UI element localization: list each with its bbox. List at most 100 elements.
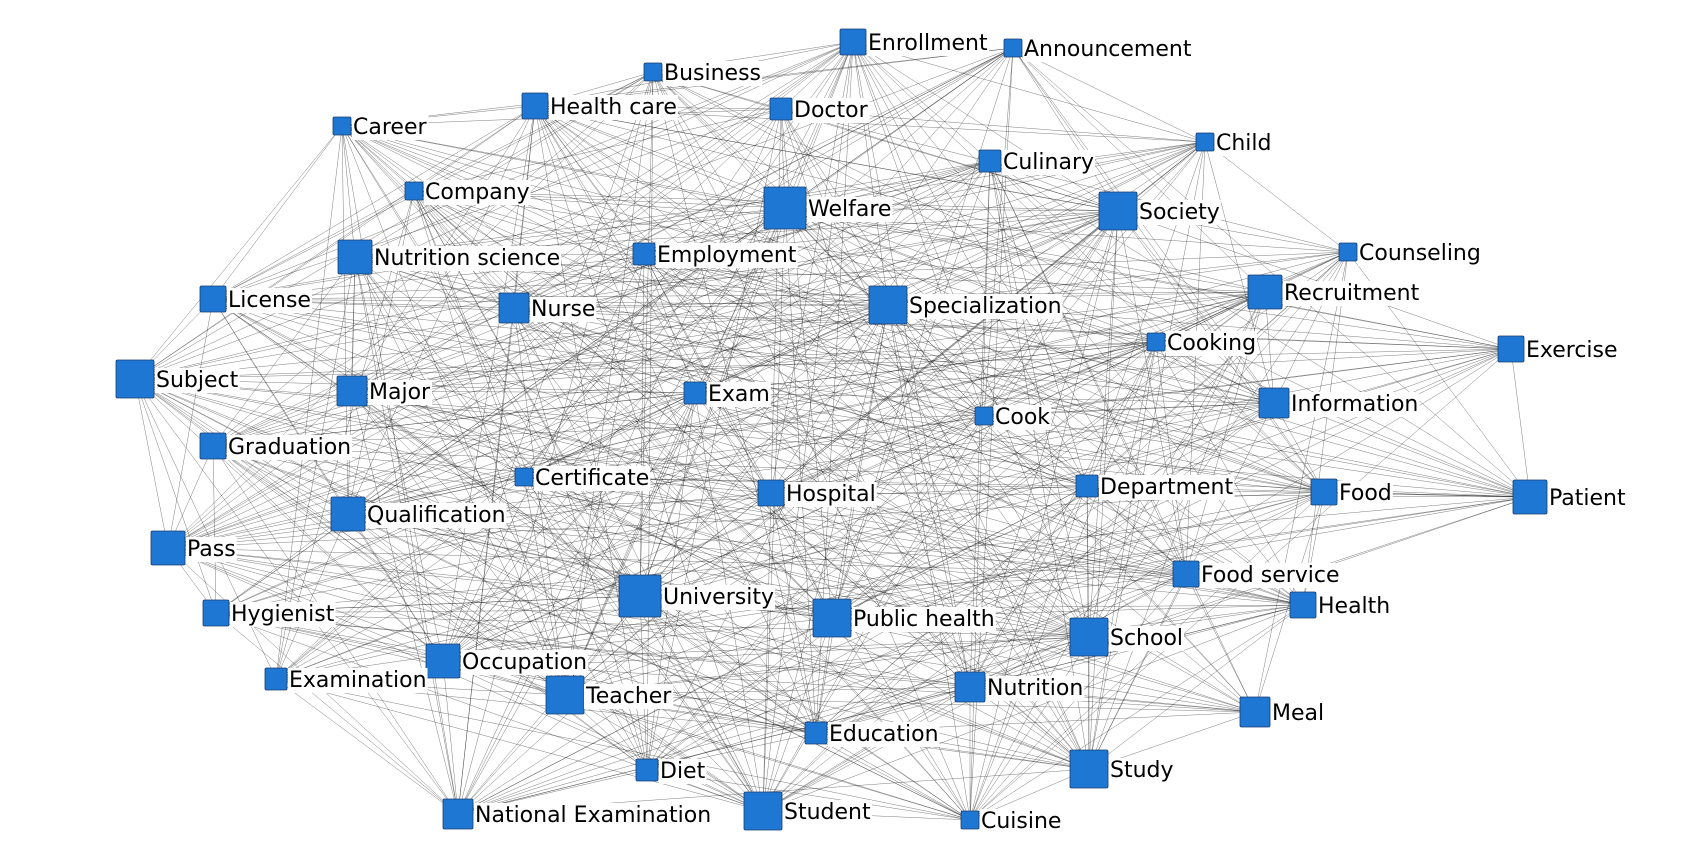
edge-graduation-occupation <box>212 445 444 662</box>
node-label-bg-nutrition <box>986 676 1085 701</box>
node-label-bg-subject <box>155 368 240 393</box>
edge-business-company <box>413 71 654 192</box>
node-marker-major <box>336 375 368 407</box>
edge-health_care-subject <box>134 105 536 380</box>
node-marker-qualification <box>330 496 366 532</box>
node-information: Information <box>1258 387 1420 419</box>
edge-announcement-recruitment <box>1012 47 1266 293</box>
edge-diet-specialization <box>646 304 889 771</box>
edge-occupation-recruitment <box>442 291 1266 662</box>
edge-graduation-school <box>212 445 1090 638</box>
node-label-counseling: Counseling <box>1359 241 1481 266</box>
edge-cuisine-society <box>969 210 1119 821</box>
edge-examination-student <box>275 678 764 812</box>
node-marker-nutrition_science <box>337 239 373 275</box>
node-marker-school <box>1069 617 1109 657</box>
edge-department-student <box>762 485 1088 812</box>
edge-student-welfare <box>762 207 786 812</box>
edge-career-nurse <box>341 125 515 309</box>
edge-cuisine-public_health <box>831 617 971 821</box>
edge-announcement-public_health <box>831 47 1014 619</box>
edge-society-university <box>639 210 1119 597</box>
edge-counseling-health_care <box>534 105 1349 253</box>
edge-education-health <box>815 604 1304 734</box>
node-label-bg-examination <box>288 668 428 693</box>
node-marker-certificate <box>514 467 534 487</box>
edge-department-nutrition_science <box>354 256 1088 487</box>
node-society: Society <box>1098 191 1221 231</box>
edge-exam-welfare <box>694 207 786 394</box>
node-label-bg-child <box>1215 131 1273 156</box>
node-label-bg-qualification <box>366 503 507 528</box>
node-label-enrollment: Enrollment <box>868 31 988 56</box>
edge-doctor-society <box>780 108 1119 212</box>
edge-employment-health_care <box>534 105 645 255</box>
node-marker-exercise <box>1497 335 1525 363</box>
edge-school-welfare <box>784 207 1090 638</box>
node-label-bg-exercise <box>1525 338 1619 363</box>
node-label-examination: Examination <box>289 668 427 693</box>
edge-exercise-national_examination <box>457 348 1512 815</box>
node-label-teacher: Teacher <box>585 684 672 709</box>
edge-health-subject <box>134 378 1304 606</box>
node-label-bg-study <box>1109 758 1175 783</box>
edge-graduation-information <box>212 402 1275 447</box>
edge-health-study <box>1088 604 1304 770</box>
edge-food_service-meal <box>1185 573 1256 713</box>
edge-major-nutrition_science <box>351 256 356 392</box>
edge-cuisine-qualification <box>347 513 971 821</box>
edge-exam-nutrition_science <box>354 256 696 394</box>
node-marker-examination <box>264 667 288 691</box>
node-marker-doctor <box>769 97 793 121</box>
node-label-student: Student <box>784 800 871 825</box>
edge-major-society <box>351 210 1119 392</box>
edge-employment-information <box>643 253 1275 404</box>
edge-hospital-specialization <box>770 304 889 494</box>
edge-diet-health_care <box>534 105 648 771</box>
node-label-hygienist: Hygienist <box>231 602 335 627</box>
edge-education-food_service <box>815 573 1187 734</box>
node-national_examination: National Examination <box>442 798 713 830</box>
node-label-cook: Cook <box>995 405 1050 430</box>
edge-hygienist-national_examination <box>215 612 459 815</box>
edge-diet-exercise <box>646 348 1512 771</box>
edge-cooking-subject <box>134 341 1157 380</box>
edge-health_care-license <box>212 105 536 300</box>
edge-cuisine-teacher <box>564 694 971 821</box>
edge-cuisine-university <box>639 595 971 821</box>
node-label-bg-meal <box>1271 701 1326 726</box>
node-marker-nutrition <box>954 671 986 703</box>
edge-cuisine-specialization <box>887 304 971 821</box>
node-label-bg-student <box>783 800 872 825</box>
edge-department-nurse <box>513 307 1088 487</box>
edge-education-pass <box>167 547 817 734</box>
edge-school-subject <box>134 378 1090 638</box>
edge-certificate-public_health <box>523 476 833 619</box>
node-label-bg-welfare <box>807 197 893 222</box>
node-label-nutrition: Nutrition <box>987 676 1083 701</box>
edge-company-exercise <box>413 190 1512 350</box>
edge-information-license <box>212 298 1275 404</box>
node-label-bg-business <box>663 61 763 86</box>
node-label-cuisine: Cuisine <box>981 809 1061 834</box>
edge-certificate-food_service <box>523 476 1187 575</box>
node-label-meal: Meal <box>1272 701 1324 726</box>
edge-business-health <box>652 71 1304 606</box>
edge-education-welfare <box>784 207 817 734</box>
edge-exam-school <box>694 392 1090 638</box>
edge-cook-hospital <box>770 415 985 494</box>
node-marker-society <box>1098 191 1138 231</box>
node-label-bg-food_service <box>1200 563 1341 588</box>
edge-national_examination-subject <box>134 378 459 815</box>
edge-employment-patient <box>643 253 1531 498</box>
edge-food-subject <box>134 378 1325 493</box>
node-pass: Pass <box>150 530 237 566</box>
edge-counseling-doctor <box>780 108 1349 253</box>
edge-certificate-hygienist <box>215 476 525 614</box>
node-label-business: Business <box>664 61 761 86</box>
edge-information-specialization <box>887 304 1275 404</box>
edge-national_examination-teacher <box>457 694 566 815</box>
edge-graduation-society <box>212 210 1119 447</box>
edge-department-university <box>639 485 1088 597</box>
edge-license-public_health <box>212 298 833 619</box>
